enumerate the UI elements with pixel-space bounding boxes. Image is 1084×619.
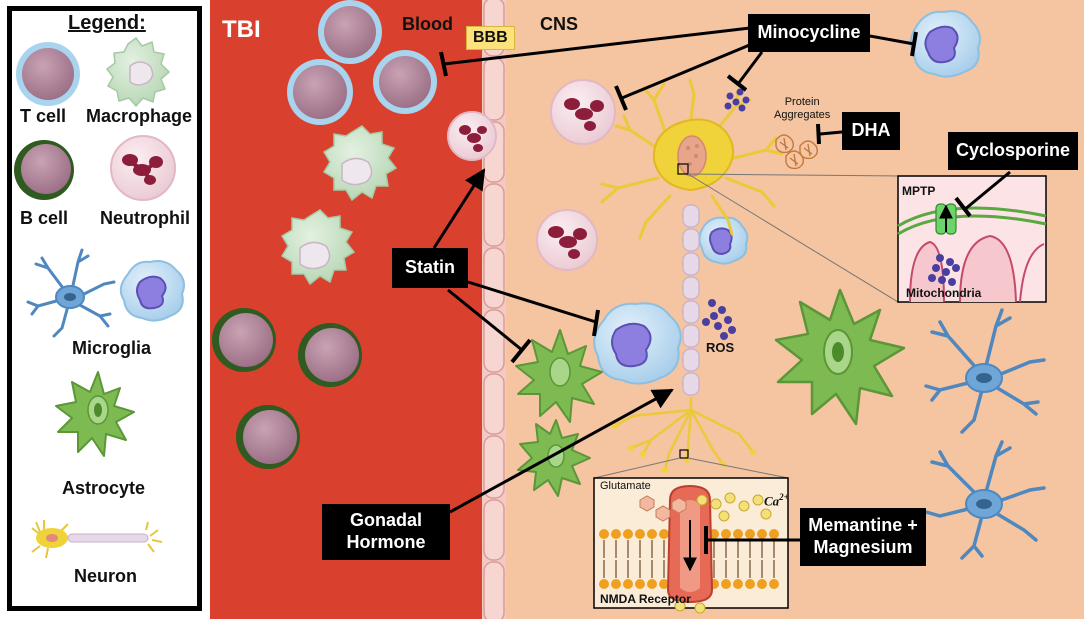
memantine-line-2: Magnesium [813, 537, 913, 557]
blood-bcell [236, 405, 300, 469]
protein-line-2: Aggregates [774, 109, 831, 122]
protein-aggregates-label: Protein Aggregates [774, 96, 830, 122]
gonadal-line-1: Gonadal [349, 510, 422, 531]
legend-macrophage-icon [105, 36, 171, 108]
blood-macrophage [280, 209, 356, 286]
cns-microglia-activated [593, 302, 682, 385]
cns-microglia-activated [909, 10, 981, 78]
inhibit-bar [954, 196, 972, 218]
legend-label-astrocyte: Astrocyte [62, 478, 146, 498]
neuron-axon [612, 204, 756, 473]
inhibit-bar [726, 74, 748, 92]
blood-neutrophil [447, 111, 497, 161]
nmda-inset [593, 477, 789, 614]
cns-neutrophil [536, 209, 598, 271]
legend-label-neuron: Neuron [74, 566, 137, 586]
legend-label-bcell: B cell [20, 208, 69, 228]
cns-astrocyte [517, 419, 591, 497]
cns-label: CNS [540, 14, 579, 34]
blood-tcell [318, 0, 382, 64]
cns-microglia-ramified [924, 440, 1046, 560]
ros-particles [702, 299, 736, 340]
minocycline-inhibit-neuron [736, 51, 764, 85]
legend-macrophage-microglia-icon [119, 260, 185, 322]
cns-astrocyte [774, 288, 906, 426]
calcium-charge: 2+ [779, 492, 789, 502]
legend-label-neutrophil: Neutrophil [100, 208, 190, 228]
protein-line-1: Protein [784, 96, 820, 108]
statin-inhibit-astrocyte [447, 288, 523, 352]
legend-label-macrophage: Macrophage [86, 106, 193, 126]
bbb-wall [482, 0, 506, 619]
minocycline-inhibit-bbb [443, 26, 751, 66]
blood-tcell [287, 59, 353, 125]
mitochondria-inset [897, 175, 1047, 303]
cns-microglia-ramified [924, 308, 1046, 434]
cns-neutrophil [550, 79, 616, 145]
cns-microglia-activated [698, 216, 749, 265]
gonadal-hormone-box: Gonadal Hormone [322, 504, 450, 560]
cns-astrocyte [515, 329, 603, 423]
statin-box: Statin [392, 248, 468, 288]
legend-neutrophil-icon [110, 135, 176, 201]
blood-macrophage [322, 125, 398, 202]
calcium-symbol: Ca [764, 493, 780, 509]
legend-neuron-icon [31, 520, 163, 559]
nmda-label: NMDA Receptor [600, 592, 691, 606]
blood-bcell [298, 323, 362, 387]
gonadal-arrow-axon [449, 388, 674, 514]
dha-box: DHA [842, 112, 900, 150]
protein-aggregates-icon [775, 134, 819, 170]
gonadal-line-2: Hormone [346, 532, 426, 552]
inhibit-bar [592, 309, 600, 337]
calcium-label: Ca2+ [764, 492, 789, 509]
minocycline-inhibit-microglia [869, 34, 915, 46]
statin-inhibit-microglia [467, 280, 597, 324]
legend-astrocyte-icon [55, 371, 135, 457]
statin-arrow-neutrophil [432, 168, 486, 249]
ros-particles-neuron [724, 88, 750, 112]
inhibit-bar [816, 123, 821, 145]
inhibit-bar [910, 31, 918, 57]
blood-label: Blood [402, 14, 453, 34]
blood-tcell [373, 50, 437, 114]
minocycline-inhibit-neutrophil [621, 42, 753, 100]
tbi-label: TBI [222, 16, 261, 43]
cyclosporine-inhibit-mptp [963, 170, 1011, 212]
legend-title: Legend: [68, 12, 146, 34]
legend-label-microglia: Microglia [72, 338, 152, 358]
legend-tcell-icon [16, 42, 80, 106]
minocycline-box: Minocycline [748, 14, 870, 52]
inhibit-bar [614, 85, 628, 111]
memantine-magnesium-box: Memantine + Magnesium [800, 508, 926, 566]
inhibit-bar [510, 338, 532, 364]
bbb-label: BBB [466, 26, 515, 50]
glutamate-label: Glutamate [600, 480, 651, 492]
mitochondria-label: Mitochondria [906, 286, 982, 300]
cns-neuron [600, 78, 784, 240]
dha-inhibit-aggregates [819, 130, 843, 136]
cyclosporine-box: Cyclosporine [948, 132, 1078, 170]
memantine-line-1: Memantine + [808, 515, 918, 536]
blood-bcell [212, 308, 276, 372]
ros-label: ROS [706, 340, 735, 355]
legend-label-tcell: T cell [20, 106, 67, 126]
inhibit-bar [439, 51, 448, 77]
mptp-label: MPTP [902, 184, 936, 198]
legend-microglia-icon [26, 248, 116, 338]
legend-bcell-icon [14, 140, 74, 200]
